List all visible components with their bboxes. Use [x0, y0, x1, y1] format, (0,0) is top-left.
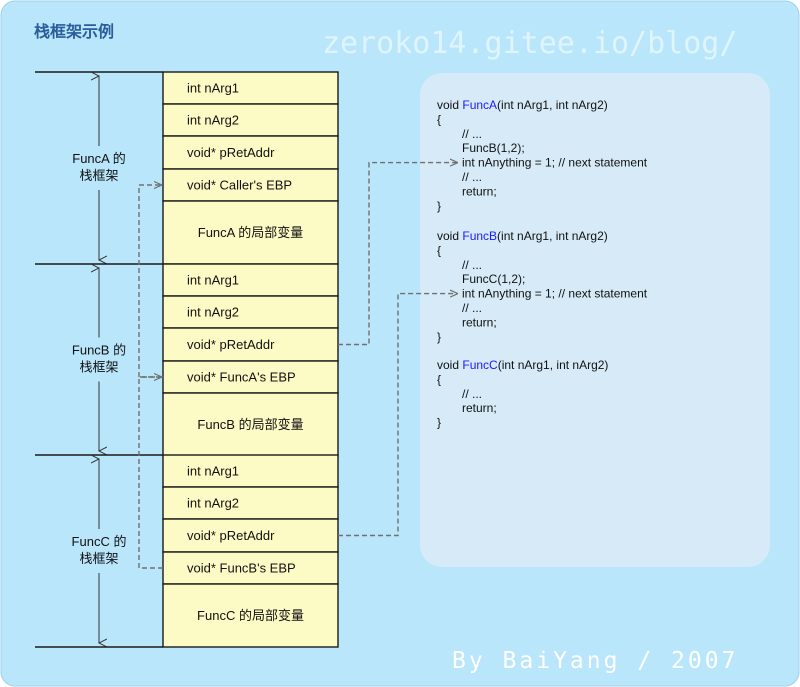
code-text: void [437, 98, 462, 112]
code-line: // ... [462, 258, 482, 272]
code-line: return; [462, 184, 497, 198]
stack: int nArg1 int nArg2 void* pRetAddr void* Ca… [35, 71, 339, 648]
code-text: // ... [462, 170, 482, 184]
stack-cell [162, 327, 339, 362]
code-text: (int nArg1, int nArg2) [497, 229, 608, 243]
stack-cell-label: int nArg2 [187, 305, 239, 320]
code-text: return; [462, 401, 497, 415]
code-text: } [437, 416, 441, 430]
code-line: // ... [462, 301, 482, 315]
diagram-title: 栈框架示例 [34, 22, 114, 41]
code-text: return; [462, 315, 497, 329]
code-text: void [437, 358, 462, 372]
code-line: int nAnything = 1; // next statement [462, 156, 648, 170]
return-address-arrow [338, 294, 457, 537]
code-text: (int nArg1, int nArg2) [498, 358, 609, 372]
code-line: void FuncA(int nArg1, int nArg2) [437, 98, 608, 112]
stack-cell-label: void* pRetAddr [187, 337, 275, 352]
stack-cell-label: FuncC 的局部变量 [197, 608, 304, 623]
code-text: { [437, 372, 441, 386]
code-line: return; [462, 401, 497, 415]
code-line: int nAnything = 1; // next statement [462, 287, 648, 301]
code-text: int nAnything = 1; // next statement [462, 156, 648, 170]
code-text: (int nArg1, int nArg2) [497, 98, 608, 112]
code-panel [420, 73, 770, 567]
code-line: } [437, 330, 441, 344]
stack-cell-label: void* FuncA's EBP [187, 370, 296, 385]
code-line: FuncC(1,2); [462, 272, 525, 286]
stack-cell-label: int nArg1 [187, 464, 239, 479]
pointer-arrows [138, 163, 457, 569]
function-name: FuncA [462, 98, 497, 112]
frame-label-line1: FuncB 的 [72, 343, 126, 358]
frame-label-line1: FuncC 的 [72, 534, 127, 549]
code-line: { [437, 243, 441, 257]
code-text: // ... [462, 258, 482, 272]
saved-ebp-arrow [138, 377, 163, 569]
stack-cell-label: void* pRetAddr [187, 528, 275, 543]
function-name: FuncB [462, 229, 497, 243]
frame-label-line2: 栈框架 [79, 168, 118, 183]
stack-cell-label: void* pRetAddr [187, 145, 275, 160]
function-name: FuncC [462, 358, 498, 372]
code-text: // ... [462, 387, 482, 401]
stack-cell-label: int nArg1 [187, 273, 239, 288]
code-line: // ... [462, 170, 482, 184]
code-text: FuncB(1,2); [462, 141, 525, 155]
stack-cell [162, 486, 339, 520]
code-text: { [437, 243, 441, 257]
stack-cell-label: void* Caller's EBP [187, 178, 292, 193]
stack-cell-label: int nArg2 [187, 113, 239, 128]
stack-cell-label: int nArg1 [187, 81, 239, 96]
code-text: } [437, 330, 441, 344]
code-line: return; [462, 315, 497, 329]
code-line: } [437, 416, 441, 430]
code-line: void FuncC(int nArg1, int nArg2) [437, 358, 608, 372]
code-text: // ... [462, 301, 482, 315]
watermark: zeroko14.gitee.io/blog/ [322, 26, 737, 61]
stack-cell [162, 71, 339, 105]
code-line: void FuncB(int nArg1, int nArg2) [437, 229, 608, 243]
code-line: // ... [462, 387, 482, 401]
code-listing: void FuncA(int nArg1, int nArg2){// ...F… [437, 98, 648, 430]
frame-label-line2: 栈框架 [79, 551, 118, 566]
stack-cell-label: FuncB 的局部变量 [197, 417, 303, 432]
frame-label-line2: 栈框架 [79, 360, 118, 375]
stack-cell-label: int nArg2 [187, 496, 239, 511]
code-text: { [437, 112, 441, 126]
stack-cell-label: void* FuncB's EBP [187, 561, 296, 576]
stack-cell [162, 103, 339, 137]
stack-cell [162, 583, 339, 648]
stack-cell [162, 454, 339, 488]
code-text: void [437, 229, 462, 243]
code-text: FuncC(1,2); [462, 272, 525, 286]
code-text: } [437, 199, 441, 213]
code-line: } [437, 199, 441, 213]
code-line: { [437, 112, 441, 126]
stack-cell-label: FuncA 的局部变量 [198, 225, 303, 240]
code-line: FuncB(1,2); [462, 141, 525, 155]
code-line: // ... [462, 127, 482, 141]
frame-label-line1: FuncA 的 [72, 151, 125, 166]
code-line: { [437, 372, 441, 386]
stack-cell [162, 518, 339, 553]
return-address-arrow [338, 163, 457, 346]
code-text: // ... [462, 127, 482, 141]
code-text: return; [462, 184, 497, 198]
byline: By BaiYang / 2007 [452, 648, 738, 674]
code-text: int nAnything = 1; // next statement [462, 287, 648, 301]
stack-cell [162, 392, 339, 457]
